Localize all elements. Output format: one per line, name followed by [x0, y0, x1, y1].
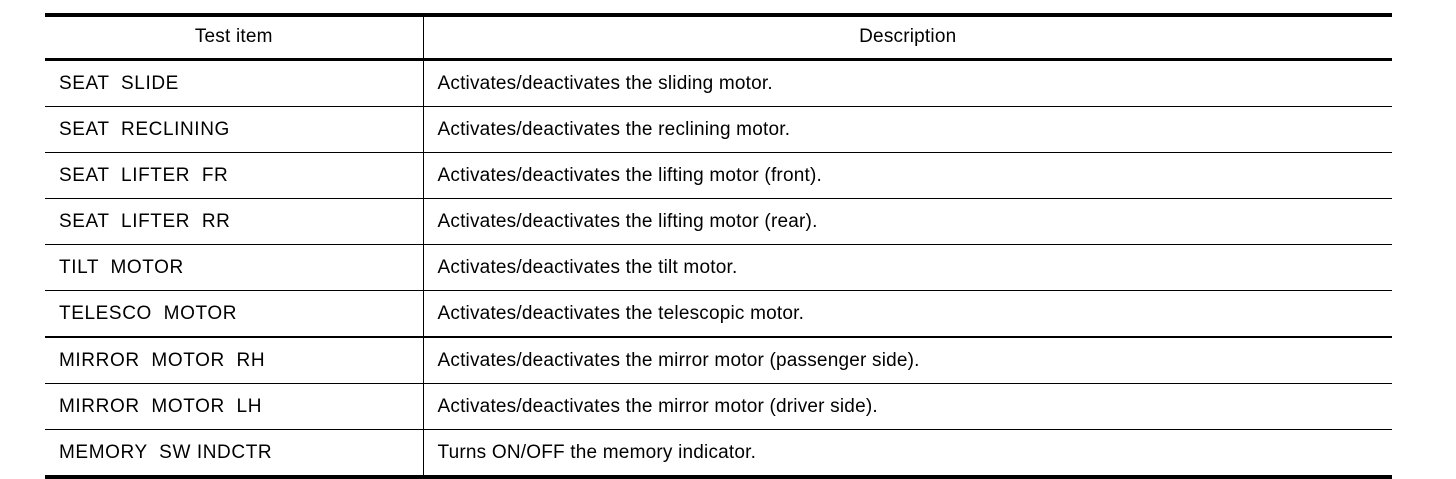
table-row: MIRROR MOTOR LH Activates/deactivates th… [45, 383, 1392, 430]
cell-test-item: SEAT LIFTER FR [45, 152, 424, 199]
table-body: SEAT SLIDE Activates/deactivates the sli… [45, 59, 1392, 479]
cell-description: Activates/deactivates the lifting motor … [423, 198, 1392, 245]
table-row: TELESCO MOTOR Activates/deactivates the … [45, 290, 1392, 338]
cell-description: Activates/deactivates the lifting motor … [423, 152, 1392, 199]
table-header: Test item Description [45, 13, 1392, 61]
cell-test-item: SEAT SLIDE [45, 59, 424, 107]
cell-description: Activates/deactivates the tilt motor. [423, 244, 1392, 291]
cell-description: Activates/deactivates the mirror motor (… [423, 383, 1392, 430]
cell-description: Turns ON/OFF the memory indicator. [423, 429, 1392, 479]
cell-test-item: MIRROR MOTOR RH [45, 337, 424, 384]
table-row: MEMORY SW INDCTR Turns ON/OFF the memory… [45, 429, 1392, 479]
table-row: SEAT SLIDE Activates/deactivates the sli… [45, 59, 1392, 107]
cell-test-item: MIRROR MOTOR LH [45, 383, 424, 430]
cell-test-item: SEAT RECLINING [45, 106, 424, 153]
cell-test-item: MEMORY SW INDCTR [45, 429, 424, 479]
table-row: MIRROR MOTOR RH Activates/deactivates th… [45, 337, 1392, 384]
cell-description: Activates/deactivates the reclining moto… [423, 106, 1392, 153]
cell-description: Activates/deactivates the telescopic mot… [423, 290, 1392, 338]
table-row: SEAT LIFTER FR Activates/deactivates the… [45, 152, 1392, 199]
test-item-description-table: Test item Description SEAT SLIDE Activat… [45, 13, 1392, 479]
table-row: SEAT LIFTER RR Activates/deactivates the… [45, 198, 1392, 245]
cell-test-item: TILT MOTOR [45, 244, 424, 291]
spec-table-container: Test item Description SEAT SLIDE Activat… [45, 13, 1392, 479]
table-row: TILT MOTOR Activates/deactivates the til… [45, 244, 1392, 291]
table-header-row: Test item Description [45, 13, 1392, 61]
cell-description: Activates/deactivates the mirror motor (… [423, 337, 1392, 384]
cell-test-item: TELESCO MOTOR [45, 290, 424, 338]
column-header-description: Description [423, 13, 1392, 61]
document-page: Test item Description SEAT SLIDE Activat… [45, 13, 1392, 479]
cell-test-item: SEAT LIFTER RR [45, 198, 424, 245]
cell-description: Activates/deactivates the sliding motor. [423, 59, 1392, 107]
column-header-test-item: Test item [45, 13, 424, 61]
table-row: SEAT RECLINING Activates/deactivates the… [45, 106, 1392, 153]
